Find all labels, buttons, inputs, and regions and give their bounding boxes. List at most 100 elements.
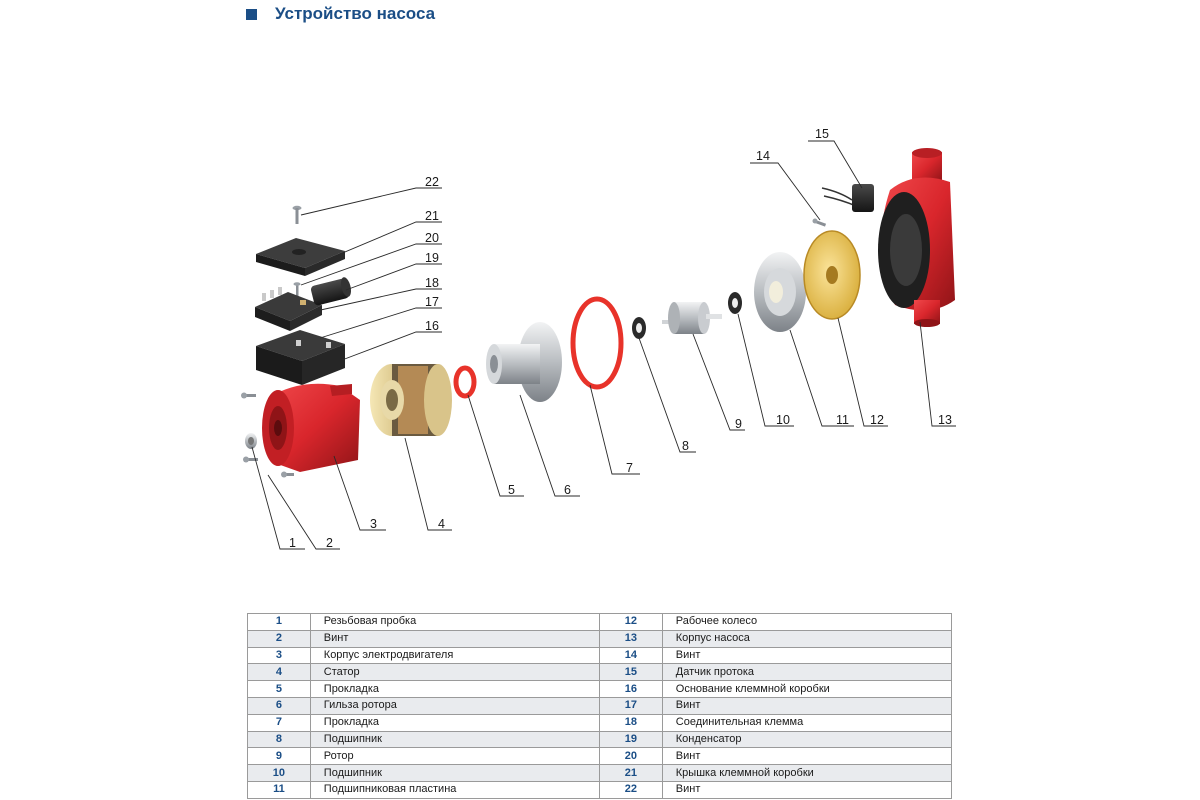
title-bar: Устройство насоса (246, 4, 435, 24)
callout-22: 22 (425, 175, 439, 189)
part-2-screws (241, 392, 294, 478)
part-name: Винт (661, 696, 953, 715)
part-10-bearing (728, 292, 742, 314)
part-number: 10 (247, 764, 311, 782)
part-name: Винт (661, 747, 953, 766)
part-number: 20 (598, 747, 663, 766)
part-1-threaded-plug (245, 433, 257, 449)
table-row: 4 Статор 15 Датчик протока (247, 663, 953, 682)
part-name: Корпус насоса (661, 629, 953, 648)
part-name: Ротор (309, 747, 600, 766)
part-number: 13 (598, 629, 663, 648)
callout-14: 14 (756, 149, 770, 163)
part-number: 22 (598, 780, 663, 799)
part-5-gasket (453, 365, 477, 399)
part-name: Гильза ротора (309, 696, 600, 715)
part-number: 7 (247, 713, 311, 732)
part-number: 4 (247, 663, 311, 682)
part-name: Подшипник (309, 730, 600, 749)
callout-4: 4 (438, 517, 445, 531)
part-16-terminal-box-base (256, 330, 345, 385)
part-name: Винт (661, 780, 953, 799)
part-number: 12 (598, 613, 663, 631)
part-number: 5 (247, 680, 311, 698)
callout-19: 19 (425, 251, 439, 265)
part-19-capacitor (310, 277, 351, 306)
part-4-stator (370, 364, 452, 436)
exploded-pump-diagram: 22 21 20 19 18 17 16 1 2 3 4 5 6 7 8 9 1… (241, 127, 956, 550)
callout-18: 18 (425, 276, 439, 290)
part-number: 11 (247, 780, 311, 799)
part-name: Основание клеммной коробки (661, 680, 953, 698)
part-number: 2 (247, 629, 311, 648)
part-name: Прокладка (309, 713, 600, 732)
callout-10: 10 (776, 413, 790, 427)
table-row: 7 Прокладка 18 Соединительная клемма (247, 713, 953, 732)
callout-1: 1 (289, 536, 296, 550)
part-22-screw (292, 205, 302, 224)
callout-9: 9 (735, 417, 742, 431)
part-name: Корпус электродвигателя (309, 646, 600, 665)
part-number: 1 (247, 613, 311, 631)
callout-6: 6 (564, 483, 571, 497)
table-row: 2 Винт 13 Корпус насоса (247, 629, 953, 648)
part-15-flow-sensor (821, 184, 874, 212)
callout-5: 5 (508, 483, 515, 497)
table-row: 1 Резьбовая пробка 12 Рабочее колесо (247, 613, 953, 631)
table-row: 11 Подшипниковая пластина 22 Винт (247, 780, 953, 799)
part-number: 9 (247, 747, 311, 766)
part-number: 16 (598, 680, 663, 698)
part-name: Подшипниковая пластина (309, 780, 600, 799)
part-6-rotor-can (486, 322, 562, 402)
callout-numbers: 22 21 20 19 18 17 16 1 2 3 4 5 6 7 8 9 1… (289, 127, 952, 550)
part-21-terminal-box-cover (256, 238, 345, 276)
callout-16: 16 (425, 319, 439, 333)
page-title: Устройство насоса (275, 4, 436, 23)
part-number: 8 (247, 730, 311, 749)
part-7-gasket (570, 296, 624, 390)
part-number: 21 (598, 764, 663, 782)
table-row: 6 Гильза ротора 17 Винт (247, 696, 953, 715)
callout-15: 15 (815, 127, 829, 141)
callout-11: 11 (836, 413, 849, 427)
part-name: Прокладка (309, 680, 600, 698)
part-number: 19 (598, 730, 663, 749)
part-number: 14 (598, 646, 663, 665)
part-8-bearing (632, 317, 646, 339)
table-row: 5 Прокладка 16 Основание клеммной коробк… (247, 680, 953, 698)
callout-3: 3 (370, 517, 377, 531)
leader-lines (251, 140, 956, 550)
callout-13: 13 (938, 413, 952, 427)
part-number: 17 (598, 696, 663, 715)
part-20-screw (293, 282, 301, 296)
callout-8: 8 (682, 439, 689, 453)
part-name: Крышка клеммной коробки (661, 764, 953, 782)
part-13-pump-housing (878, 148, 955, 327)
callout-20: 20 (425, 231, 439, 245)
part-14-screw (812, 218, 827, 227)
part-12-impeller (803, 230, 861, 320)
table-row: 10 Подшипник 21 Крышка клеммной коробки (247, 764, 953, 782)
callout-2: 2 (326, 536, 333, 550)
callout-17: 17 (425, 295, 439, 309)
part-3-motor-housing (262, 383, 360, 472)
part-name: Статор (309, 663, 600, 682)
table-row: 9 Ротор 20 Винт (247, 747, 953, 766)
callout-12: 12 (870, 413, 884, 427)
part-name: Датчик протока (661, 663, 953, 682)
part-name: Рабочее колесо (661, 613, 953, 631)
part-name: Винт (661, 646, 953, 665)
callout-21: 21 (425, 209, 439, 223)
table-row: 8 Подшипник 19 Конденсатор (247, 730, 953, 749)
parts-table: 1 Резьбовая пробка 12 Рабочее колесо 2 В… (247, 613, 953, 799)
part-name: Соединительная клемма (661, 713, 953, 732)
part-number: 6 (247, 696, 311, 715)
part-name: Винт (309, 629, 600, 648)
part-11-bearing-plate (754, 252, 806, 332)
table-row: 3 Корпус электродвигателя 14 Винт (247, 646, 953, 665)
part-name: Подшипник (309, 764, 600, 782)
part-name: Конденсатор (661, 730, 953, 749)
part-number: 18 (598, 713, 663, 732)
callout-7: 7 (626, 461, 633, 475)
part-number: 3 (247, 646, 311, 665)
